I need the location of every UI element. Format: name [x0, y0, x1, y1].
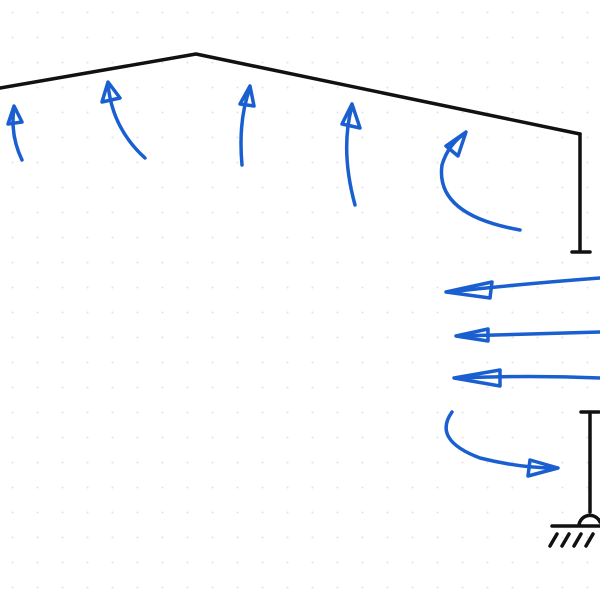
pressure-arrows	[6, 80, 600, 478]
arrow-shaft	[456, 374, 600, 380]
ground-line	[548, 524, 600, 548]
arrow-shaft	[444, 410, 557, 470]
lower-column	[579, 410, 600, 514]
arrow-icon	[238, 84, 256, 167]
arrow-icon	[452, 368, 600, 388]
arrow-head	[444, 280, 494, 300]
arrow-head	[340, 102, 362, 130]
arrow-shaft	[439, 132, 522, 232]
arrow-icon	[444, 276, 600, 300]
arrow-shaft	[239, 86, 252, 167]
arrow-head	[100, 80, 122, 104]
arrow-head	[238, 84, 256, 108]
arrow-head	[444, 130, 468, 158]
arrow-icon	[444, 410, 560, 478]
arrow-shaft	[446, 276, 600, 294]
arrow-icon	[100, 80, 147, 160]
arrow-icon	[454, 327, 600, 343]
roof-line	[0, 52, 582, 136]
pin-support-icon	[577, 513, 600, 527]
arrow-icon	[6, 104, 24, 162]
arrow-icon	[340, 102, 362, 207]
arrow-head	[452, 368, 502, 388]
arrow-head	[526, 458, 560, 478]
arrow-shaft	[106, 82, 147, 160]
arrow-icon	[439, 130, 522, 232]
arrow-shaft	[456, 330, 600, 338]
arrow-head	[6, 104, 24, 126]
upper-column	[570, 132, 592, 254]
arrow-head	[454, 327, 490, 343]
structure	[0, 52, 600, 548]
arrow-shaft	[344, 104, 357, 207]
